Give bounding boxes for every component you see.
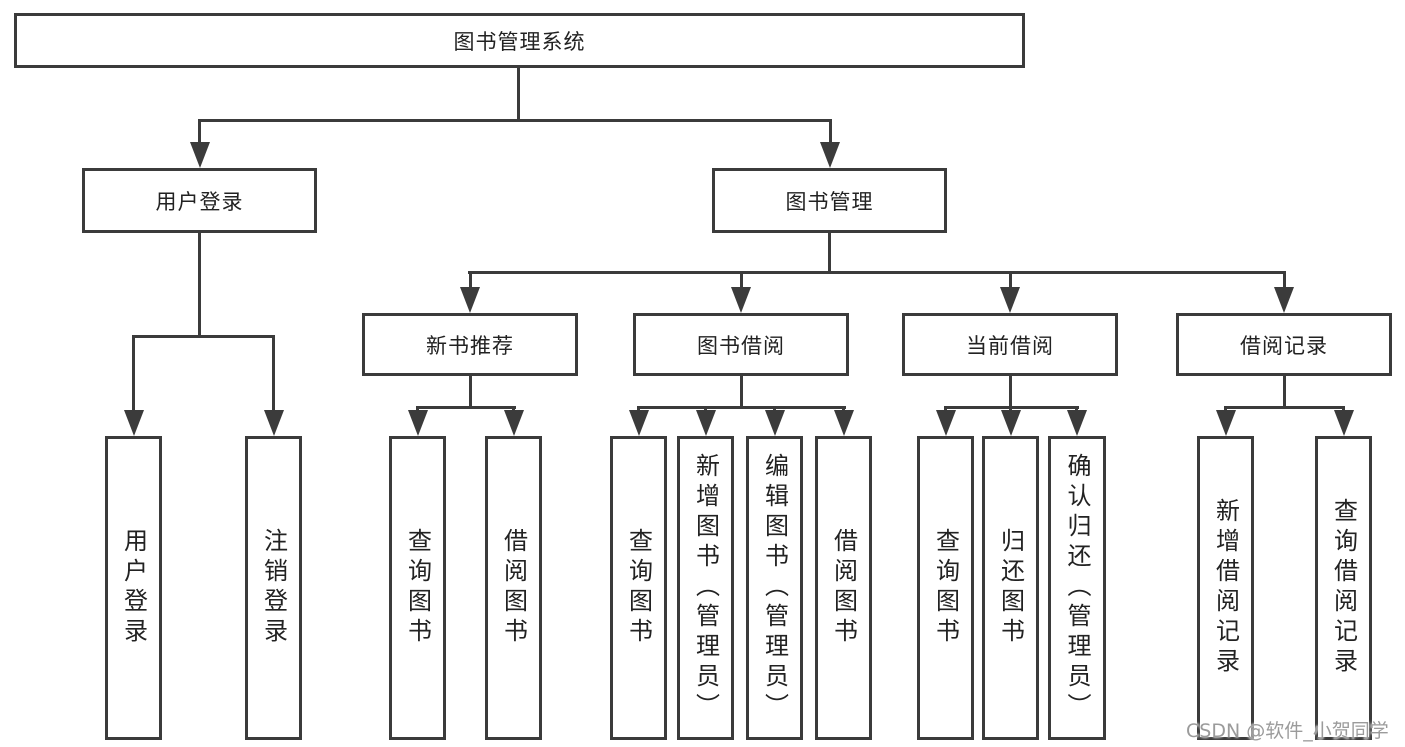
leaf-recommend-borrow-book-label: 借阅图书 [499,528,528,648]
connector-line [1283,271,1286,289]
node-borrowing-records-label: 借阅记录 [1240,333,1328,358]
leaf-records-query-record: 查询借阅记录 [1315,436,1372,740]
connector-line [198,119,832,122]
connector-line [468,271,1286,274]
leaf-recommend-query-book-label: 查询图书 [403,528,432,648]
connector-line [198,233,201,338]
node-borrowing-records: 借阅记录 [1176,313,1392,376]
leaf-borrow-query-book: 查询图书 [610,436,667,740]
arrowhead-down-icon [1000,287,1020,313]
leaf-borrow-borrow-book-label: 借阅图书 [829,528,858,648]
leaf-records-query-record-label: 查询借阅记录 [1329,498,1358,678]
arrowhead-down-icon [696,410,716,436]
node-current-borrowing-label: 当前借阅 [966,333,1054,358]
connector-line [132,335,135,412]
arrowhead-down-icon [504,410,524,436]
arrowhead-down-icon [731,287,751,313]
node-user-login-label: 用户登录 [155,189,244,214]
node-book-management-label: 图书管理 [785,189,874,214]
connector-line [132,335,275,338]
leaf-user-login: 用户登录 [105,436,162,740]
connector-line [517,68,520,122]
node-book-borrowing-label: 图书借阅 [697,333,785,358]
node-new-book-recommend-label: 新书推荐 [426,333,514,358]
node-new-book-recommend: 新书推荐 [362,313,578,376]
connector-line [1009,376,1012,408]
leaf-borrow-query-book-label: 查询图书 [624,528,653,648]
node-book-management: 图书管理 [712,168,947,233]
arrowhead-down-icon [1067,410,1087,436]
node-root-label: 图书管理系统 [453,29,586,54]
leaf-borrow-add-book: 新增图书（管理员） [677,436,734,740]
leaf-borrow-borrow-book: 借阅图书 [815,436,872,740]
connector-line [272,335,275,412]
connector-line [829,119,832,144]
connector-line [416,406,516,409]
connector-line [198,119,201,144]
leaf-current-query-book: 查询图书 [917,436,974,740]
connector-line [740,271,743,289]
arrowhead-down-icon [820,142,840,168]
leaf-user-login-label: 用户登录 [119,528,148,648]
connector-line [469,376,472,408]
connector-line [637,406,846,409]
node-user-login: 用户登录 [82,168,317,233]
arrowhead-down-icon [264,410,284,436]
leaf-borrow-edit-book: 编辑图书（管理员） [746,436,803,740]
leaf-current-return-book-label: 归还图书 [996,528,1025,648]
leaf-recommend-query-book: 查询图书 [389,436,446,740]
arrowhead-down-icon [1216,410,1236,436]
leaf-current-query-book-label: 查询图书 [931,528,960,648]
arrowhead-down-icon [1274,287,1294,313]
arrowhead-down-icon [1001,410,1021,436]
leaf-records-add-record-label: 新增借阅记录 [1211,498,1240,678]
arrowhead-down-icon [629,410,649,436]
leaf-borrow-edit-book-label: 编辑图书（管理员） [760,453,789,723]
leaf-logout-label: 注销登录 [259,528,288,648]
node-current-borrowing: 当前借阅 [902,313,1118,376]
leaf-current-confirm-return: 确认归还（管理员） [1048,436,1106,740]
connector-line [1224,406,1345,409]
node-book-borrowing: 图书借阅 [633,313,849,376]
node-root: 图书管理系统 [14,13,1025,68]
arrowhead-down-icon [765,410,785,436]
arrowhead-down-icon [936,410,956,436]
arrowhead-down-icon [124,410,144,436]
leaf-recommend-borrow-book: 借阅图书 [485,436,542,740]
leaf-logout: 注销登录 [245,436,302,740]
connector-line [469,271,472,289]
leaf-borrow-add-book-label: 新增图书（管理员） [691,453,720,723]
connector-line [740,376,743,408]
leaf-current-confirm-return-label: 确认归还（管理员） [1063,453,1091,723]
arrowhead-down-icon [1334,410,1354,436]
arrowhead-down-icon [460,287,480,313]
leaf-records-add-record: 新增借阅记录 [1197,436,1254,740]
arrowhead-down-icon [190,142,210,168]
arrowhead-down-icon [408,410,428,436]
connector-line [828,233,831,274]
arrowhead-down-icon [834,410,854,436]
csdn-watermark: CSDN @软件_小贺同学 [1186,720,1389,742]
leaf-current-return-book: 归还图书 [982,436,1039,740]
connector-line [1283,376,1286,408]
connector-line [1009,271,1012,289]
